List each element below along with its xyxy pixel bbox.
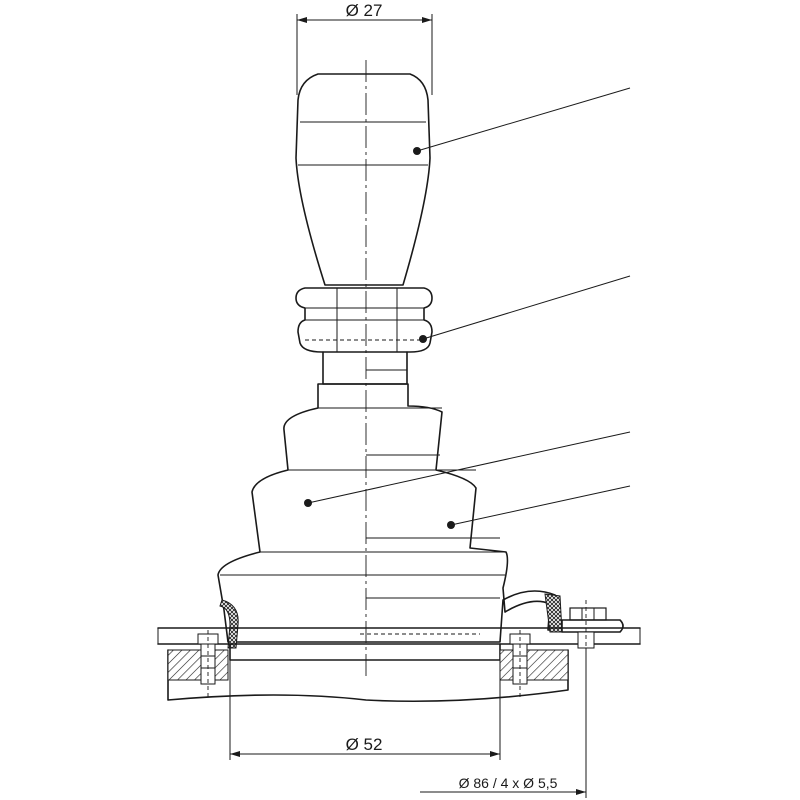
boot-lip — [219, 593, 563, 649]
left-screw — [197, 630, 219, 700]
right-screw — [509, 630, 531, 700]
top-diameter-label: Ø 27 — [346, 1, 383, 20]
collar-ring — [295, 275, 631, 353]
mounting-label: Ø 86 / 4 x Ø 5,5 — [459, 775, 558, 791]
bellows-boot — [217, 383, 631, 643]
mounting-dimension: Ø 86 / 4 x Ø 5,5 — [420, 648, 587, 798]
housing — [167, 649, 569, 703]
mounting-bolt — [561, 600, 624, 650]
joystick-knob — [295, 73, 631, 286]
shaft — [322, 351, 408, 385]
top-diameter-dimension: Ø 27 — [296, 1, 433, 95]
base-diameter-dimension: Ø 52 — [229, 660, 501, 760]
base-diameter-label: Ø 52 — [346, 735, 383, 754]
